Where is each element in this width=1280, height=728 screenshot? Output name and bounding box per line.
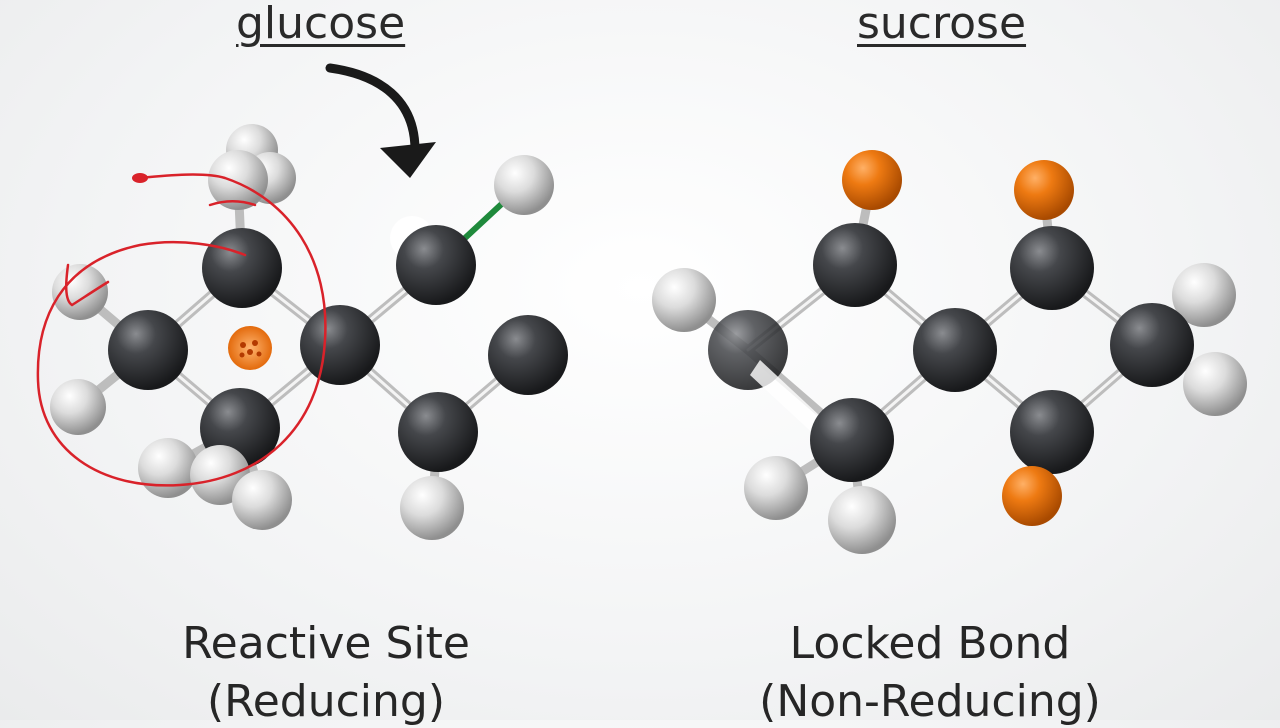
curved-arrow-icon xyxy=(325,63,436,178)
red-annotation-dot xyxy=(132,173,148,183)
carbon-atom xyxy=(202,228,282,308)
hydrogen-atom xyxy=(138,438,198,498)
carbon-atom xyxy=(1110,303,1194,387)
carbon-atom xyxy=(1010,390,1094,474)
carbon-atom xyxy=(488,315,568,395)
carbon-atom xyxy=(810,398,894,482)
hydrogen-atom xyxy=(828,486,896,554)
sucrose-title: sucrose xyxy=(857,0,1027,49)
glucose-caption-line2: (Reducing) xyxy=(206,676,446,727)
carbon-atom xyxy=(108,310,188,390)
oxygen-atom xyxy=(1002,466,1062,526)
oxygen-atom xyxy=(1014,160,1074,220)
hydrogen-atom xyxy=(232,470,292,530)
carbon-atom xyxy=(913,308,997,392)
glucose-atoms xyxy=(50,124,568,540)
glucose-caption-line1: Reactive Site xyxy=(182,618,470,669)
bond-glow xyxy=(750,360,835,440)
hydrogen-atom xyxy=(1183,352,1247,416)
carbon-atom xyxy=(1010,226,1094,310)
reactive-site-marker xyxy=(228,326,272,370)
red-circle-annotation xyxy=(36,173,327,487)
hydrogen-atom xyxy=(744,456,808,520)
glucose-title: glucose xyxy=(236,0,406,49)
hydrogen-atom xyxy=(494,155,554,215)
carbon-atom xyxy=(813,223,897,307)
hydrogen-atom xyxy=(1172,263,1236,327)
hydrogen-atom xyxy=(208,150,268,210)
sucrose-atoms xyxy=(652,150,1247,554)
hydrogen-atom xyxy=(400,476,464,540)
carbon-atom xyxy=(398,392,478,472)
sucrose-caption-line1: Locked Bond xyxy=(789,618,1071,669)
carbon-atom xyxy=(300,305,380,385)
hydrogen-atom xyxy=(50,379,106,435)
sucrose-caption-line2: (Non-Reducing) xyxy=(759,676,1101,727)
hydrogen-atom xyxy=(652,268,716,332)
oxygen-atom xyxy=(842,150,902,210)
carbon-atom xyxy=(396,225,476,305)
